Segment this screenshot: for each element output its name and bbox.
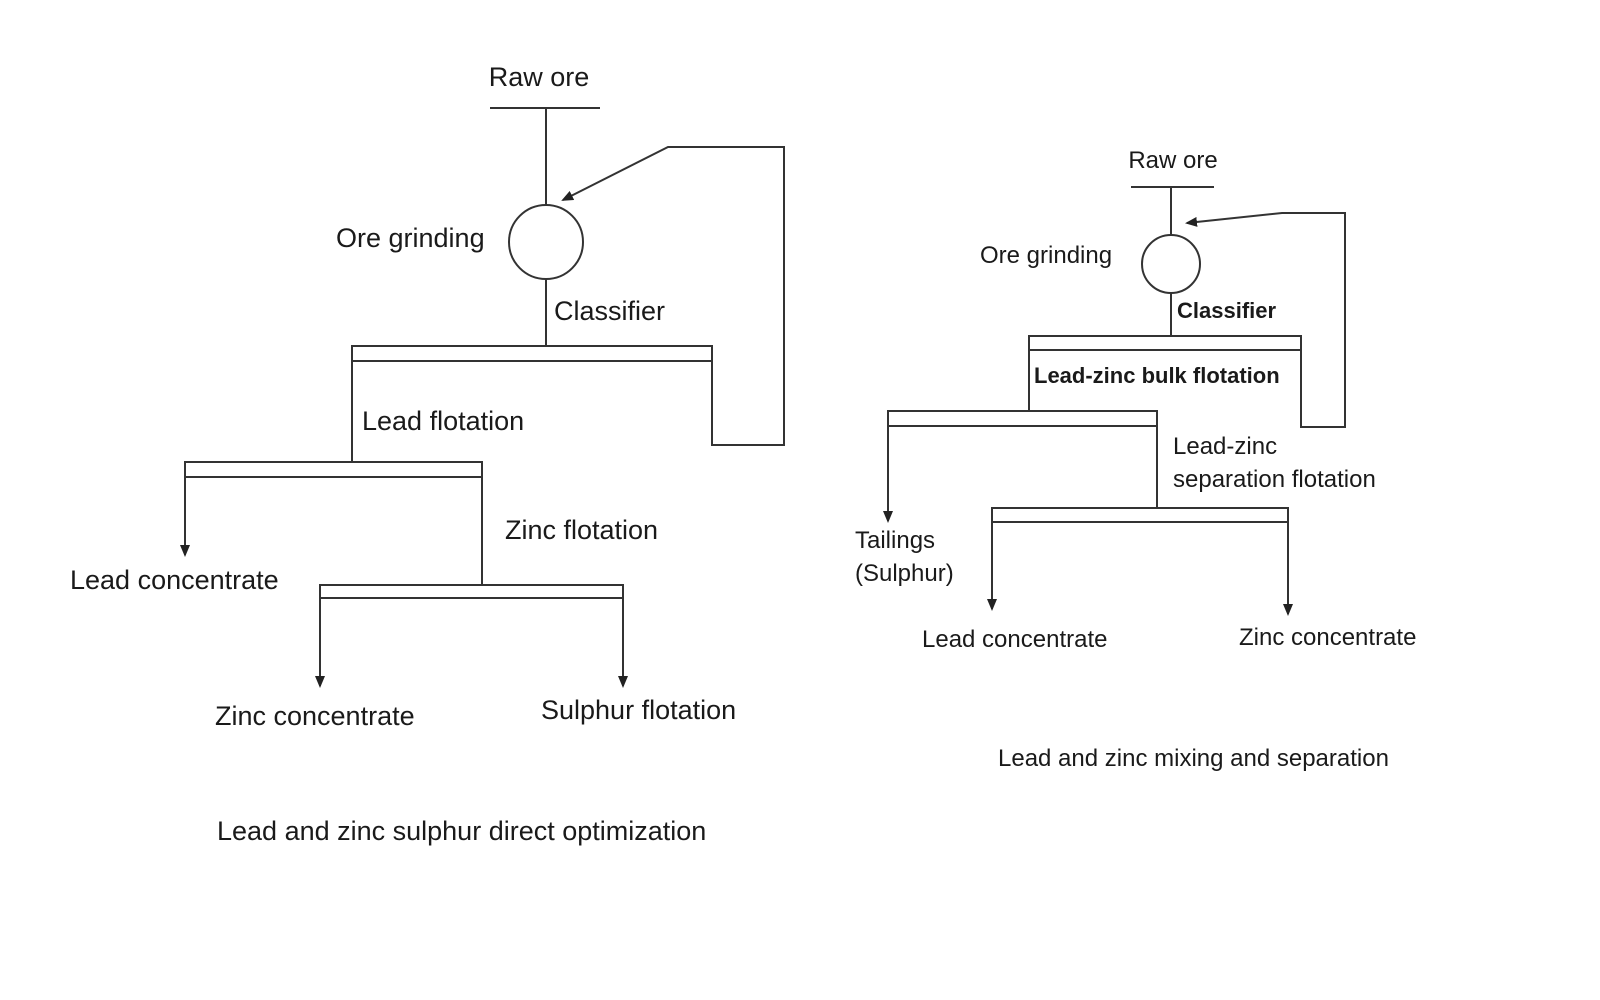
right-zinc-concentrate-label: Zinc concentrate: [1239, 624, 1416, 651]
right-tailings-line1: Tailings: [855, 527, 935, 554]
left-lead-flotation-bar: [184, 461, 483, 478]
left-lead-concentrate-label: Lead concentrate: [70, 565, 279, 595]
left-lead-flotation-label: Lead flotation: [362, 406, 524, 436]
right-separation-flotation-label: Lead-zinc separation flotation: [1173, 433, 1376, 493]
left-ore-grinding-mill: [508, 204, 584, 280]
right-classifier-bar: [1028, 335, 1302, 351]
left-zinc-flotation-label: Zinc flotation: [505, 515, 658, 545]
right-caption: Lead and zinc mixing and separation: [998, 745, 1389, 772]
right-lead-concentrate-label: Lead concentrate: [922, 626, 1107, 653]
right-raw-ore-label: Raw ore: [1128, 147, 1217, 174]
right-classifier-label: Classifier: [1177, 298, 1276, 323]
right-separation-flotation-line2: separation flotation: [1173, 466, 1376, 493]
left-classifier-bar: [351, 345, 713, 362]
right-bulk-flotation-bar: [887, 410, 1158, 427]
right-recycle-line: [1185, 212, 1346, 428]
right-tailings-label: Tailings (Sulphur): [855, 527, 954, 587]
left-classifier-label: Classifier: [554, 296, 665, 326]
right-ore-grinding-label: Ore grinding: [980, 242, 1112, 269]
right-tailings-line2: (Sulphur): [855, 560, 954, 587]
left-caption: Lead and zinc sulphur direct optimizatio…: [217, 816, 706, 846]
right-separation-flotation-line1: Lead-zinc: [1173, 433, 1277, 460]
left-zinc-flotation-bar: [319, 584, 624, 599]
left-sulphur-flotation-label: Sulphur flotation: [541, 695, 736, 725]
right-separation-flotation-bar: [991, 507, 1289, 523]
left-zinc-concentrate-label: Zinc concentrate: [215, 701, 415, 731]
left-ore-grinding-label: Ore grinding: [336, 223, 485, 253]
left-recycle-line: [561, 146, 785, 446]
left-raw-ore-label: Raw ore: [489, 62, 590, 92]
left-flowsheet: Raw ore Ore grinding Classifier Lead flo…: [70, 62, 785, 846]
right-ore-grinding-mill: [1141, 234, 1201, 294]
right-flowsheet: Raw ore Ore grinding Classifier Lead-zin…: [855, 147, 1416, 772]
right-bulk-flotation-label: Lead-zinc bulk flotation: [1034, 363, 1280, 388]
